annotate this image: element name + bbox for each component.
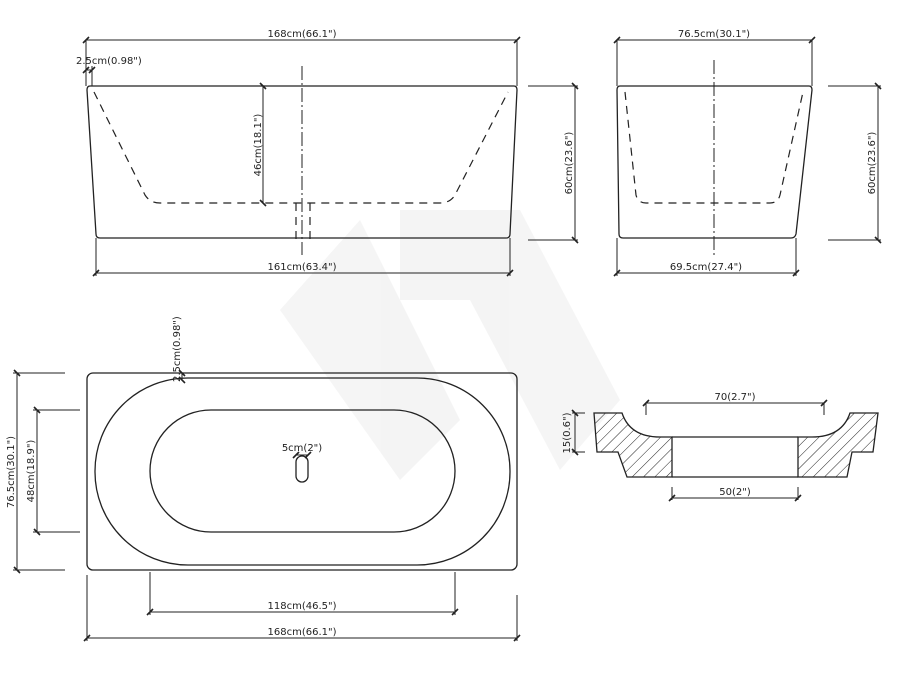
side-top-width-label: 76.5cm(30.1") [678, 29, 750, 40]
drain-icon [295, 455, 309, 483]
detail-bottom-opening-label: 50(2") [719, 487, 751, 498]
drain-section-right [797, 412, 879, 478]
front-tub-outline [86, 85, 518, 239]
front-inner-depth-label: 46cm(18.1") [253, 114, 264, 177]
front-base-length-label: 161cm(63.4") [268, 262, 337, 273]
side-tub-outline [616, 85, 813, 239]
side-height-label: 60cm(23.6") [867, 132, 878, 195]
plan-inner-length-label: 118cm(46.5") [268, 601, 337, 612]
front-rim-thickness-label: 2.5cm(0.98") [76, 56, 142, 67]
front-inner-basin [93, 91, 509, 204]
drain-detail: 70(2.7") 15(0.6") 50(2") [562, 392, 879, 502]
plan-outer-outline [86, 372, 518, 571]
drain-section-left [593, 412, 673, 478]
plan-rim-outline [94, 377, 511, 566]
front-height-label: 60cm(23.6") [564, 132, 575, 195]
plan-view: 5cm(2") 2.5cm(0.98") 76.5cm(30.1") 48cm(… [6, 316, 521, 642]
plan-inner-width-label: 48cm(18.9") [26, 440, 37, 503]
plan-overall-width-label: 76.5cm(30.1") [6, 436, 17, 508]
detail-depth-label: 15(0.6") [562, 412, 573, 453]
side-view: 76.5cm(30.1") 60cm(23.6") 69.5cm(27.4") [613, 29, 882, 277]
detail-top-opening-label: 70(2.7") [714, 392, 755, 403]
front-view: 168cm(66.1") 2.5cm(0.98") 46cm(18.1") 60… [76, 29, 579, 277]
side-base-width-label: 69.5cm(27.4") [670, 262, 742, 273]
plan-drain-label: 5cm(2") [282, 443, 322, 454]
plan-inner-basin [149, 409, 456, 533]
plan-overall-length-label: 168cm(66.1") [268, 627, 337, 638]
plan-rim-thickness-label: 2.5cm(0.98") [172, 316, 183, 382]
front-overall-length-label: 168cm(66.1") [268, 29, 337, 40]
